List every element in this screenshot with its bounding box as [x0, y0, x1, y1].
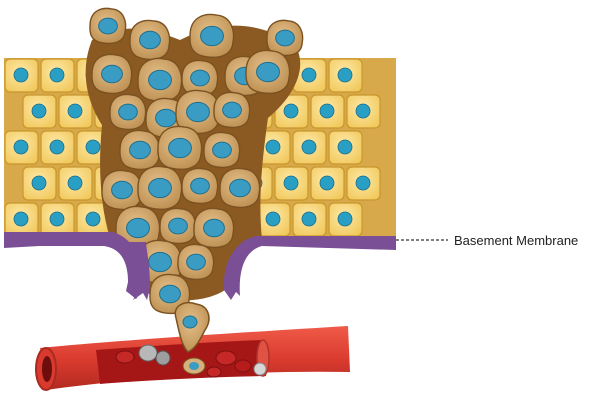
normal-cell-nucleus [355, 103, 371, 119]
tumor-cell-nucleus [118, 103, 138, 121]
normal-cell-nucleus [13, 67, 29, 83]
basement-membrane-right [223, 236, 396, 300]
tumor-cell-nucleus [148, 251, 172, 273]
red-blood-cell [206, 366, 222, 378]
normal-cell-nucleus [67, 103, 83, 119]
red-blood-cell [115, 350, 135, 364]
tumor-cell-nucleus [98, 17, 118, 35]
normal-cell-nucleus [49, 67, 65, 83]
tumor-cell-nucleus [111, 180, 133, 200]
normal-cell-nucleus [355, 175, 371, 191]
tumor-cell-nucleus [148, 69, 172, 91]
normal-cell-nucleus [265, 139, 281, 155]
tumor-cell-nucleus [190, 69, 210, 87]
tumor-cell-nucleus [186, 253, 206, 271]
normal-cell-nucleus [49, 211, 65, 227]
normal-cell-nucleus [337, 139, 353, 155]
normal-cell-nucleus [13, 139, 29, 155]
tumor-cell-nucleus [139, 30, 161, 50]
tumor-cell-nucleus [190, 177, 210, 195]
tumor-cell-nucleus [256, 61, 280, 83]
tumor-cell-nucleus [159, 284, 181, 304]
normal-cell-nucleus [319, 103, 335, 119]
tumor-cell-nucleus [275, 29, 295, 47]
normal-cell-nucleus [301, 67, 317, 83]
tumor-cell-nucleus [200, 25, 224, 47]
tumor-cell-nucleus [155, 108, 177, 128]
normal-cell-nucleus [301, 211, 317, 227]
tumor-cells [89, 7, 304, 315]
normal-cell-nucleus [283, 103, 299, 119]
red-blood-cell [215, 350, 237, 366]
normal-cell-nucleus [337, 211, 353, 227]
normal-cell-nucleus [319, 175, 335, 191]
tumor-cell-nucleus [148, 177, 172, 199]
tumor-cell-nucleus [101, 64, 123, 84]
tumor-cell-nucleus [212, 141, 232, 159]
tumor-cell-nucleus [229, 178, 251, 198]
normal-cell-nucleus [85, 139, 101, 155]
normal-cell-nucleus [301, 139, 317, 155]
basement-membrane-left [4, 232, 145, 299]
tumor-cell-nucleus [203, 218, 225, 238]
normal-cell-nucleus [337, 67, 353, 83]
tumor-cell-nucleus [168, 137, 192, 159]
normal-cell-nucleus [283, 175, 299, 191]
normal-cell-nucleus [85, 211, 101, 227]
intravasating-tumor-cell-nucleus [182, 315, 198, 329]
white-blood-cell [253, 362, 267, 376]
normal-cell-nucleus [31, 175, 47, 191]
normal-cell-nucleus [265, 211, 281, 227]
normal-cell-nucleus [31, 103, 47, 119]
blood-vessel-opening-inner [42, 356, 52, 382]
tumor-cell-nucleus [129, 140, 151, 160]
blood-vessel [35, 326, 350, 391]
red-blood-cell [234, 359, 252, 373]
tumor-cell-nucleus [222, 101, 242, 119]
white-blood-cell [155, 350, 171, 366]
tumor-cell-nucleus [186, 101, 210, 123]
circulating-tumor-cell-nucleus [189, 362, 199, 370]
normal-cell-nucleus [67, 175, 83, 191]
normal-cell-nucleus [13, 211, 29, 227]
tumor-cell-nucleus [126, 217, 150, 239]
white-blood-cell [138, 344, 158, 362]
basement-membrane-label: Basement Membrane [454, 233, 579, 248]
normal-cell-nucleus [49, 139, 65, 155]
tumor-cell-nucleus [168, 217, 188, 235]
